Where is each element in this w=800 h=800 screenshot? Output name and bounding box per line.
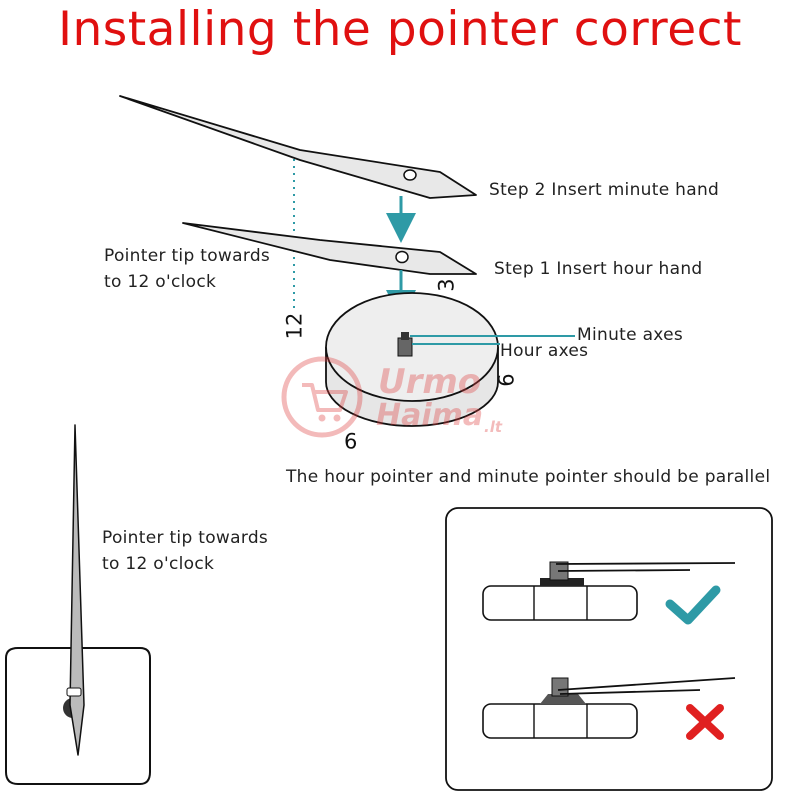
pointer-tip-note-left-line1: Pointer tip towards — [102, 528, 269, 548]
vertical-hand-hole — [66, 687, 82, 697]
watermark-line2: Haima — [376, 398, 484, 433]
shaft-top — [401, 332, 409, 340]
hour-axes-label: Hour axes — [500, 341, 589, 361]
dial-number-6: 6 — [494, 373, 519, 387]
parallel-note: The hour pointer and minute pointer shou… — [286, 467, 771, 487]
minute-hand-hole — [403, 169, 417, 181]
correct-movement-body — [482, 585, 638, 621]
incorrect-hour-hand — [559, 689, 701, 695]
page-title: Installing the pointer correct — [58, 2, 742, 57]
incorrect-minute-hand — [557, 677, 736, 691]
correct-shaft-base — [540, 578, 584, 586]
incorrect-shaft — [551, 677, 569, 697]
watermark-suffix: .lt — [484, 418, 503, 436]
vertical-hand — [69, 424, 85, 756]
dial-number-12: 12 — [282, 312, 307, 340]
step2-label: Step 2 Insert minute hand — [489, 180, 720, 200]
dial-number-9: 9 — [344, 428, 358, 452]
watermark-logo — [281, 356, 363, 438]
minute-axes-label: Minute axes — [577, 325, 684, 345]
cross-icon — [686, 704, 724, 740]
correct-hour-hand — [557, 569, 691, 572]
step1-label: Step 1 Insert hour hand — [494, 259, 703, 279]
correct-minute-hand — [555, 562, 736, 565]
minute-hand — [119, 95, 477, 199]
watermark-line1: Urmo — [378, 362, 482, 402]
pointer-tip-note-left: Pointer tip towards to 12 o'clock — [102, 525, 268, 577]
comparison-box — [445, 507, 773, 791]
hour-hand-hole — [395, 250, 409, 264]
pointer-tip-note-left-line2: to 12 o'clock — [102, 554, 215, 574]
pointer-tip-note-top: Pointer tip towards to 12 o'clock — [104, 243, 270, 295]
shaft — [397, 337, 413, 357]
pointer-tip-note-top-line2: to 12 o'clock — [104, 272, 217, 292]
check-icon — [665, 585, 721, 625]
dial-number-3: 3 — [434, 278, 459, 292]
incorrect-movement-body — [482, 703, 638, 739]
pointer-tip-note-top-line1: Pointer tip towards — [104, 246, 271, 266]
